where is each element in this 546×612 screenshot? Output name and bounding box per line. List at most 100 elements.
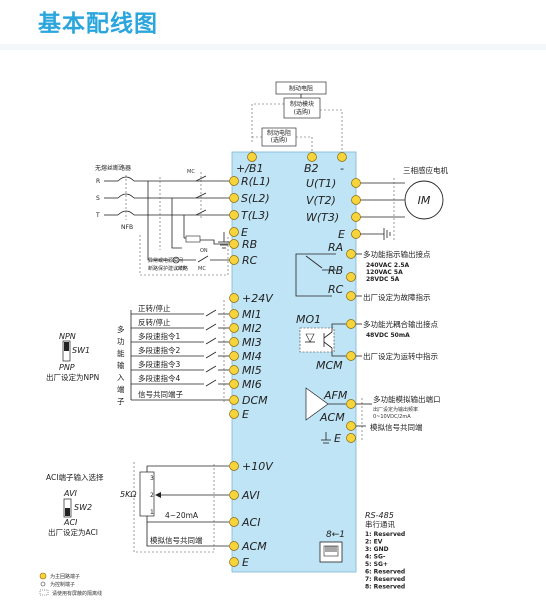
ra-label: RA: [328, 241, 343, 254]
sw1-knob: [64, 342, 69, 351]
brake-module-opt: (选购): [294, 108, 311, 116]
mi2-desc: 反转/停止: [138, 317, 171, 327]
drive-body: [231, 151, 357, 573]
input-t: T(L3): [241, 209, 269, 222]
analog-out-note-1: 出厂设定为输出频率: [373, 406, 418, 413]
terminal-afm: [346, 399, 356, 409]
group-label-4: 输: [117, 360, 125, 370]
terminal-aci: [229, 517, 239, 527]
ground-symbol-motor: [383, 228, 391, 240]
relay-factory: 出厂设定为故障指示: [363, 292, 431, 302]
afm-label: AFM: [323, 389, 348, 402]
analog-in-common: 模拟信号共同端: [150, 535, 203, 545]
on-off-circuit: [147, 235, 232, 264]
b2-label: B2: [304, 162, 319, 175]
mc-label: MC: [187, 169, 195, 175]
nfb-label: NFB: [121, 224, 133, 231]
group-label-1: 多: [117, 324, 125, 334]
ground-e-analog-in: E: [242, 556, 249, 569]
terminal-acm-in: [229, 541, 239, 551]
dcm-row: DCM 信号共同端子: [131, 389, 268, 407]
legend-main-icon: [39, 572, 47, 580]
sw1-label: SW1: [72, 346, 90, 355]
b1-label: +/B1: [236, 162, 263, 175]
contactor-mc: [195, 172, 207, 218]
npn-factory: 出厂设定为NPN: [46, 372, 99, 382]
group-label-7: 子: [117, 397, 125, 406]
terminal-e-digital: [229, 409, 239, 419]
legend-control-icon: [40, 581, 46, 587]
terminal-minus: [337, 152, 347, 162]
terminal-10v: [229, 461, 239, 471]
terminal-b1: [247, 152, 257, 162]
mo1-label: MO1: [296, 313, 321, 326]
title-rule: [0, 44, 546, 50]
output-w: W(T3): [306, 211, 339, 224]
relay-rating-3: 28VDC 5A: [366, 276, 400, 283]
current-label: 4~20mA: [165, 511, 199, 520]
off-label: OFF: [176, 266, 186, 272]
brake-resistor-opt: (选购): [271, 136, 288, 144]
aci-switch-label: ACI: [63, 518, 78, 527]
group-label-6: 端: [117, 384, 125, 394]
legend-shield-icon: [39, 589, 49, 596]
mi3-desc: 多段速指令1: [138, 331, 180, 341]
minus-label: -: [340, 162, 344, 175]
brake-unit-label: 制动电阻: [289, 85, 313, 93]
ground-e-motor: E: [338, 228, 345, 241]
relay-rating-1: 240VAC 2.5A: [366, 262, 410, 269]
sw2-knob: [65, 508, 70, 516]
brake-resistor-label: 制动电阻: [267, 129, 291, 137]
terminal-rb: [346, 272, 356, 282]
terminal-acm-out: [346, 421, 356, 431]
terminal-v: [351, 195, 361, 205]
rs485-pin-5: 5: SG+: [365, 561, 388, 568]
rc-label: RC: [328, 283, 344, 296]
mi1-desc: 正转/停止: [138, 303, 171, 313]
mi2-row: MI2 反转/停止: [131, 317, 262, 335]
phase-t: T: [95, 212, 100, 219]
mi6-row: MI6 多段速指令4: [131, 373, 262, 391]
avi-switch-label: AVI: [63, 489, 78, 498]
terminal-24v: [229, 293, 239, 303]
terminal-rc: [346, 291, 356, 301]
phase-r: R: [96, 178, 100, 185]
dcm-label: DCM: [242, 394, 268, 407]
terminal-ra: [346, 249, 356, 259]
mi3-label: MI3: [242, 336, 262, 349]
npn-label: NPN: [59, 332, 76, 341]
rj45-port: [319, 541, 343, 563]
rb-left-label: RB: [242, 238, 257, 251]
motor-label: 三相感应电机: [403, 165, 448, 175]
plus24-label: +24V: [242, 292, 274, 305]
terminal-mcm: [346, 351, 356, 361]
terminal-rc-left: [229, 255, 239, 265]
relay-contacts: [295, 253, 336, 297]
ground-e-digital: E: [242, 408, 249, 421]
rs485-title: RS-485: [365, 511, 394, 520]
output-v: V(T2): [306, 194, 336, 207]
motor-symbol: IM: [418, 194, 431, 207]
mi5-desc: 多段速指令3: [138, 359, 180, 369]
mi5-label: MI5: [242, 364, 262, 377]
group-label-5: 入: [117, 373, 125, 382]
mi2-label: MI2: [242, 322, 262, 335]
terminal-e-power: [229, 227, 239, 237]
mi3-row: MI3 多段速指令1: [131, 331, 262, 349]
analog-out-note-2: 0~10VDC/2mA: [373, 414, 411, 420]
output-u: U(T1): [306, 177, 336, 190]
fault-note-1: 异常或电源瞬间: [148, 257, 183, 264]
photo-title: 多功能光耦合输出接点: [363, 319, 438, 329]
pot-pin-1: 1: [150, 509, 154, 516]
group-label-2: 功: [117, 336, 125, 346]
acm-in-label: ACM: [241, 540, 267, 553]
photo-rating: 48VDC 50mA: [366, 332, 410, 339]
breaker-label: 无熔丝断路器: [95, 164, 131, 172]
rs485-subtitle: 串行通讯: [365, 519, 395, 529]
rs485-pin-6: 6: Reserved: [365, 569, 405, 576]
aci-select-label: ACI端子输入选择: [46, 472, 104, 482]
rs485-pin-1: 1: Reserved: [365, 531, 405, 538]
mcm-label: MCM: [316, 359, 343, 372]
ground-e-analog-out: E: [334, 432, 341, 445]
